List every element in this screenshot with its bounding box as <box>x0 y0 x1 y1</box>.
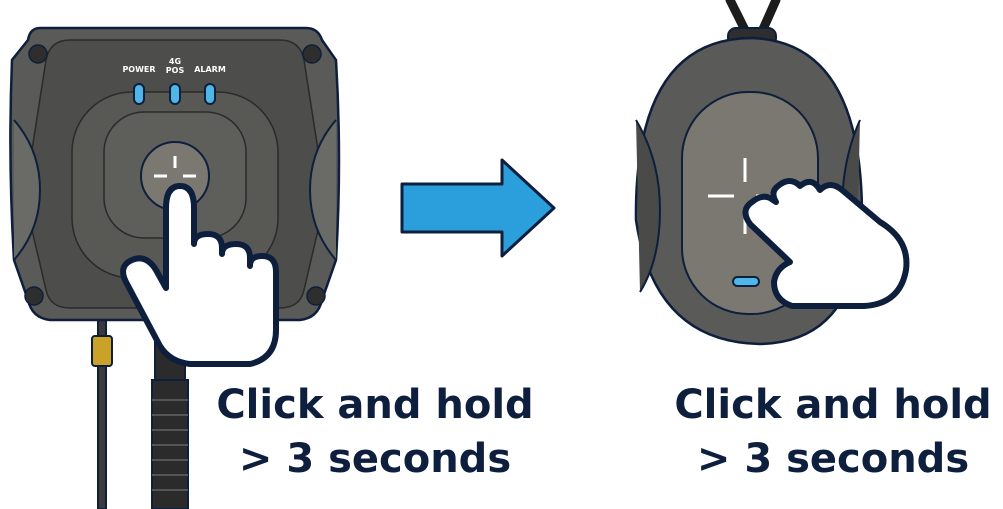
pendant-led <box>732 276 760 287</box>
corner-screws <box>24 44 326 306</box>
caption-right-line1: Click and hold <box>674 382 992 428</box>
caption-left-line2: > 3 seconds <box>238 436 512 482</box>
led-label-alarm: ALARM <box>194 65 226 74</box>
led-label-pos: POS <box>166 66 185 75</box>
pointing-hand-icon <box>120 183 279 367</box>
right-arrow-icon <box>400 158 556 258</box>
fixed-device: POWER 4G POS ALARM <box>9 26 341 509</box>
status-leds <box>133 83 216 105</box>
led-label-4g: 4G <box>169 57 181 66</box>
power-led <box>133 83 145 105</box>
caption-left-line1: Click and hold <box>216 382 534 428</box>
led-label-power: POWER <box>122 65 155 74</box>
caption-left: Click and hold > 3 seconds <box>205 378 545 486</box>
pos-led <box>169 83 181 105</box>
caption-right: Click and hold > 3 seconds <box>663 378 1003 486</box>
caption-right-line2: > 3 seconds <box>696 436 970 482</box>
pointing-hand-icon <box>742 178 910 309</box>
alarm-led <box>204 83 216 105</box>
pendant-device <box>634 0 910 346</box>
